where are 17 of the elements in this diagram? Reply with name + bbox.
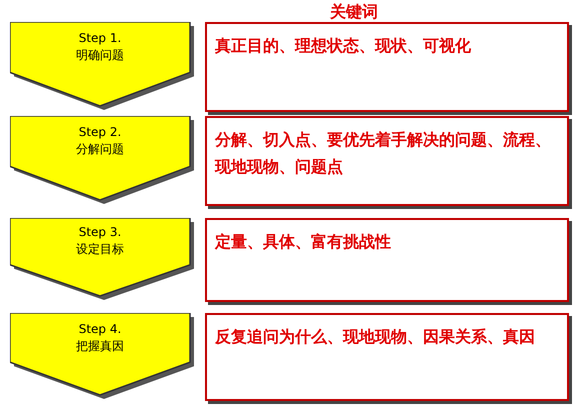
keyword-text: 定量、具体、富有挑战性: [215, 231, 392, 253]
step-number: Step 3.: [78, 224, 122, 242]
step-title: 设定目标: [75, 241, 125, 258]
column-heading: 关键词: [330, 2, 378, 23]
keyword-box: [205, 116, 569, 206]
keyword-text: 分解、切入点、要优先着手解决的问题、流程、现地现物、问题点: [215, 129, 552, 178]
step-number: Step 2.: [78, 124, 122, 142]
step-number: Step 4.: [78, 320, 122, 338]
keyword-text: 反复追问为什么、现地现物、因果关系、真因: [215, 326, 536, 348]
step-number: Step 1.: [78, 30, 122, 48]
keyword-box: [205, 22, 569, 112]
keyword-text: 真正目的、理想状态、现状、可视化: [215, 35, 472, 57]
step-title: 明确问题: [75, 47, 125, 64]
keyword-box: [205, 218, 569, 302]
step-title: 把握真因: [75, 338, 125, 355]
keyword-box: [205, 313, 569, 401]
step-title: 分解问题: [75, 141, 125, 158]
